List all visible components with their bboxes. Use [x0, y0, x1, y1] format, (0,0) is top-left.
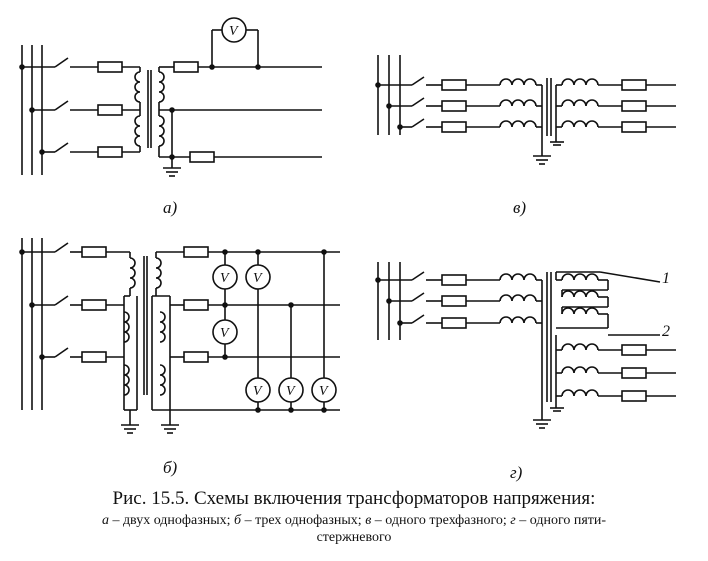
phase-lines-g: [378, 271, 551, 429]
caption-text-g: – одного пяти-: [515, 513, 607, 528]
core-v: [546, 78, 552, 136]
fuse-a2: [97, 104, 123, 116]
svg-text:V: V: [229, 24, 239, 39]
diagram-v: [375, 55, 676, 165]
caption-text-b: – трех однофазных;: [241, 513, 366, 528]
phase-lines-v: [378, 76, 543, 150]
svg-text:V: V: [319, 384, 329, 399]
caption-line-2: стержневого: [316, 530, 392, 545]
winding-label-1: 1: [662, 270, 670, 287]
winding-label-2: 2: [662, 323, 670, 340]
secondary-b: V V V V V V: [156, 246, 340, 413]
fuse-a1: [97, 61, 123, 73]
phase-lines-b: [22, 242, 130, 363]
caption-letter-v: в: [365, 513, 372, 528]
caption-text-v: – одного трехфазного;: [371, 513, 511, 528]
secondary-v: [533, 78, 676, 165]
diagram-b: V V V V V V: [19, 238, 340, 434]
caption-letter-b: б: [234, 513, 242, 528]
caption-letter-g: г: [510, 513, 516, 528]
diagram-a: V: [19, 17, 322, 177]
figure-caption-description: а – двух однофазных; б – трех однофазных…: [0, 512, 708, 546]
diagram-g: [375, 262, 676, 429]
fuse-a3: [97, 146, 123, 158]
transformers-b: [121, 252, 179, 434]
secondary-a: V: [159, 17, 322, 177]
voltmeter-a: [221, 17, 247, 43]
figure-caption-title: Рис. 15.5. Схемы включения трансформатор…: [112, 488, 596, 509]
svg-text:V: V: [220, 271, 230, 286]
caption-text-a: – двух однофазных;: [108, 513, 235, 528]
busbars-v: [375, 55, 403, 135]
label-a: а): [163, 198, 178, 217]
fuse-a5: [189, 151, 215, 163]
secondary-g: [550, 271, 676, 412]
svg-text:V: V: [220, 326, 230, 341]
busbars-b: [19, 238, 45, 410]
label-b: б): [163, 458, 178, 477]
transformers-a: [134, 67, 165, 157]
phase-lines-a: [22, 57, 140, 158]
label-g: г): [510, 463, 523, 482]
fuse-a4: [173, 61, 199, 73]
svg-text:V: V: [253, 271, 263, 286]
label-v: в): [513, 198, 527, 217]
svg-text:V: V: [286, 384, 296, 399]
core-g: [546, 272, 552, 402]
svg-text:V: V: [253, 384, 263, 399]
caption-letter-a: а: [101, 513, 109, 528]
